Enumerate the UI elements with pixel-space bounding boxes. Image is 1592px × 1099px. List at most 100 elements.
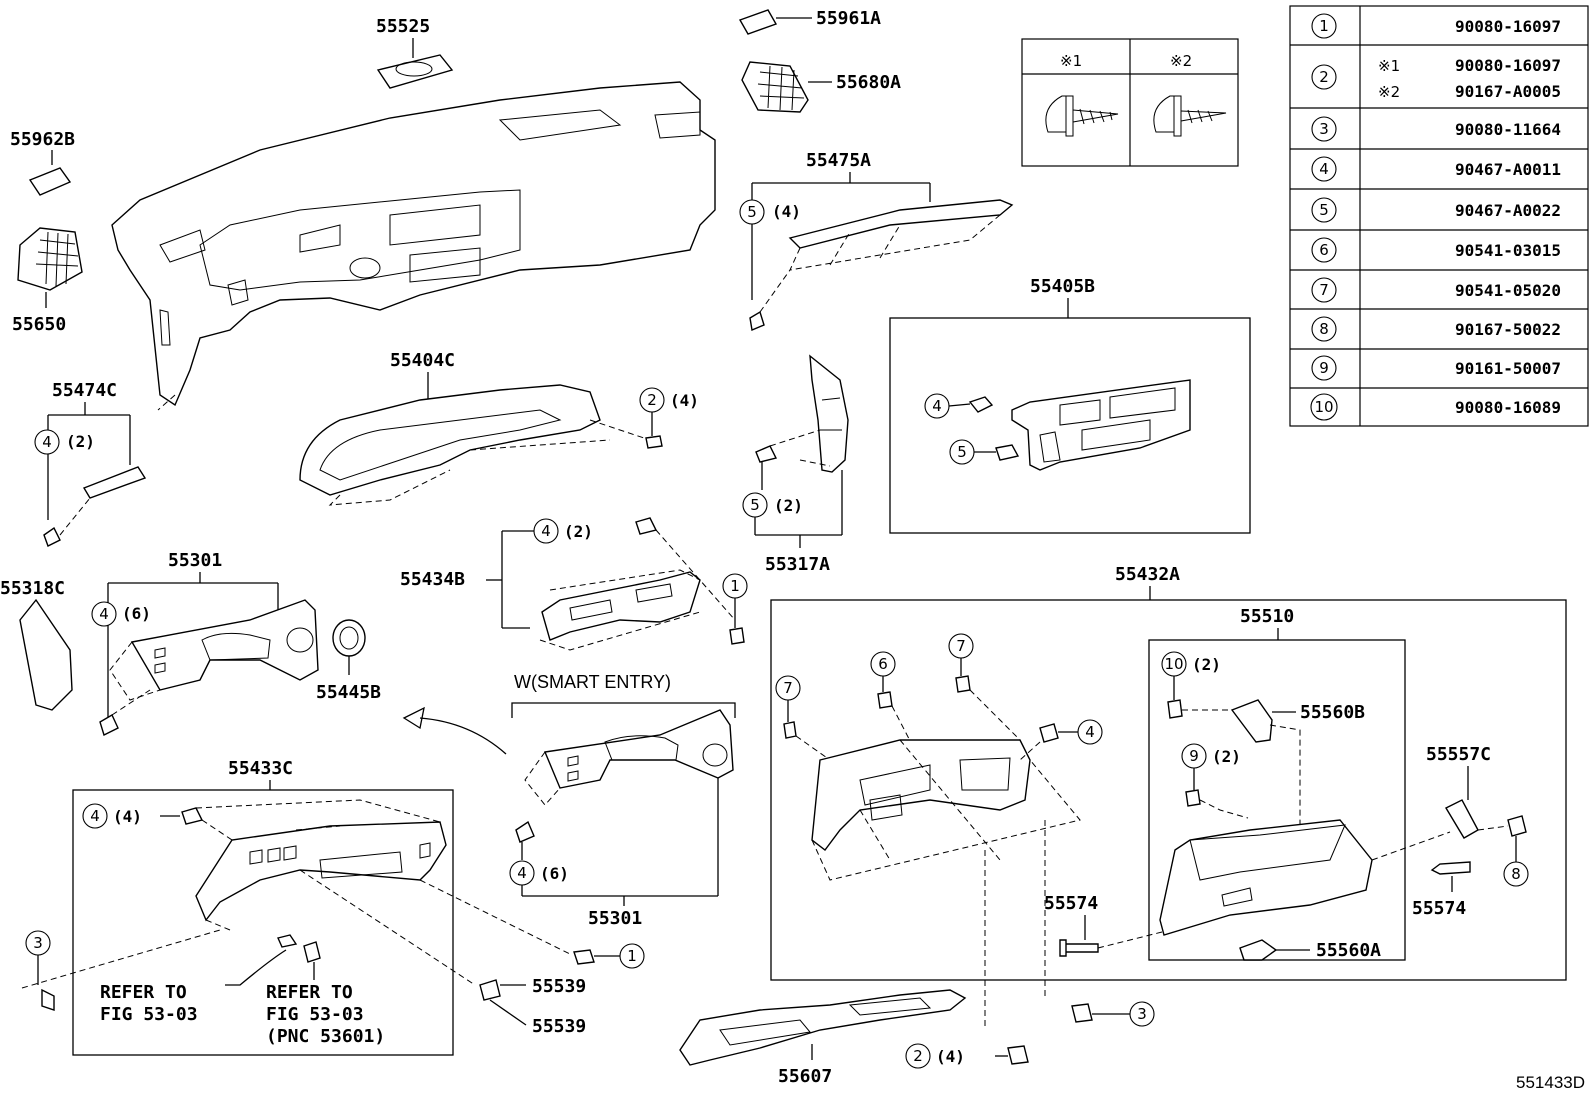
- table-row-7-code: 90541-05020: [1455, 281, 1561, 300]
- qty-55474C: (2): [66, 432, 95, 451]
- part-55404C-icon: [299, 384, 601, 496]
- svg-text:5: 5: [750, 496, 760, 514]
- part-55560A-icon: [1239, 939, 1278, 961]
- svg-text:1: 1: [627, 947, 637, 965]
- table-row-4-code: 90467-A0011: [1455, 160, 1561, 179]
- box-55432A: [770, 599, 1567, 981]
- table-row-1-number: 1: [1319, 17, 1329, 35]
- svg-text:5: 5: [747, 203, 757, 221]
- label-55433C: 55433C: [228, 758, 293, 779]
- note-refer-to-1: REFER TO: [100, 982, 187, 1003]
- label-55525: 55525: [376, 16, 430, 37]
- drawing-id: 551433D: [1516, 1073, 1585, 1092]
- label-55607: 55607: [778, 1066, 832, 1087]
- label-55432A: 55432A: [1115, 564, 1180, 585]
- part-55962B-icon: [28, 167, 72, 196]
- svg-text:4: 4: [541, 522, 551, 540]
- label-55650: 55650: [12, 314, 66, 335]
- variant-mark-1: ※1: [1060, 52, 1082, 70]
- svg-text:2: 2: [647, 391, 657, 409]
- svg-text:4: 4: [1085, 723, 1095, 741]
- table-row-6-code: 90541-03015: [1455, 241, 1561, 260]
- part-55318C-icon: [19, 598, 73, 711]
- table-row-5-number: 5: [1319, 201, 1329, 219]
- label-55445B: 55445B: [316, 682, 381, 703]
- qty-55434B: (2): [564, 522, 593, 541]
- label-55318C: 55318C: [0, 578, 65, 599]
- table-row-2-code-1: 90080-16097: [1455, 56, 1561, 75]
- svg-text:4: 4: [517, 864, 527, 882]
- screw-variant-2-icon: [1153, 95, 1227, 137]
- table-row-4-number: 4: [1319, 160, 1329, 178]
- clip-55475A-icon: [749, 310, 765, 331]
- qty-screw-10: (2): [1192, 655, 1221, 674]
- svg-text:2: 2: [913, 1047, 923, 1065]
- table-row-8-number: 8: [1319, 320, 1329, 338]
- note-refer-to-2: REFER TO: [266, 982, 353, 1003]
- table-row-2-mark-1: ※1: [1378, 57, 1400, 75]
- label-55962B: 55962B: [10, 129, 75, 150]
- label-55560B: 55560B: [1300, 702, 1365, 723]
- table-row-6-number: 6: [1319, 241, 1329, 259]
- instrument-panel-icon: [111, 81, 716, 407]
- table-row-8-code: 90167-50022: [1455, 320, 1561, 339]
- svg-text:1: 1: [730, 577, 740, 595]
- part-55560B-icon: [1230, 699, 1273, 743]
- table-row-3-code: 90080-11664: [1455, 120, 1561, 139]
- part-55317A-icon: [809, 354, 849, 473]
- label-55405B: 55405B: [1030, 276, 1095, 297]
- label-55961A: 55961A: [816, 8, 881, 29]
- table-row-9-code: 90161-50007: [1455, 359, 1561, 378]
- label-55574-right: 55574: [1412, 898, 1466, 919]
- part-55525-icon: [376, 54, 454, 89]
- svg-text:4: 4: [99, 605, 109, 623]
- table-row-1-code: 90080-16097: [1455, 17, 1561, 36]
- screw-variant-1-icon: [1045, 95, 1119, 137]
- part-55510-icon: [1159, 819, 1373, 936]
- table-row-9-number: 9: [1319, 359, 1329, 377]
- table-row-5-code: 90467-A0022: [1455, 201, 1561, 220]
- table-row-10-code: 90080-16089: [1455, 398, 1561, 417]
- label-55557C: 55557C: [1426, 744, 1491, 765]
- table-row-10-number: 10: [1314, 398, 1333, 416]
- part-55650-icon: [17, 227, 83, 291]
- box-55510: [1148, 639, 1406, 961]
- table-row-7-number: 7: [1319, 281, 1329, 299]
- qty-screw-2-bottom: (4): [936, 1047, 965, 1066]
- qty-55301-top: (6): [122, 604, 151, 623]
- part-55961A-icon: [738, 9, 778, 35]
- qty-screw-9: (2): [1212, 747, 1241, 766]
- box-55405B: [889, 317, 1251, 534]
- note-fig-2: FIG 53-03: [266, 1004, 364, 1025]
- label-55434B: 55434B: [400, 569, 465, 590]
- svg-text:10: 10: [1164, 655, 1183, 673]
- part-55432A-icon: [811, 739, 1031, 851]
- note-pnc: (PNC 53601): [266, 1026, 385, 1047]
- box-55433C: [72, 789, 454, 1056]
- part-55405B-icon: [1011, 379, 1191, 471]
- svg-text:7: 7: [783, 679, 793, 697]
- note-smart-entry: W(SMART ENTRY): [514, 672, 671, 692]
- qty-55475A: (4): [772, 202, 801, 221]
- svg-text:3: 3: [1137, 1005, 1147, 1023]
- label-55539-2: 55539: [532, 1016, 586, 1037]
- part-number-table: 1 90080-16097 2 ※1 90080-16097 ※2 90167-…: [1289, 5, 1589, 427]
- part-55434B-icon: [541, 571, 701, 641]
- qty-55317A: (2): [774, 496, 803, 515]
- svg-text:9: 9: [1189, 747, 1199, 765]
- svg-text:4: 4: [90, 807, 100, 825]
- label-55510: 55510: [1240, 606, 1294, 627]
- label-55301-top: 55301: [168, 550, 222, 571]
- svg-text:3: 3: [33, 934, 43, 952]
- label-55474C: 55474C: [52, 380, 117, 401]
- part-55301-top-icon: [130, 599, 319, 691]
- note-fig-1: FIG 53-03: [100, 1004, 198, 1025]
- table-row-2-mark-2: ※2: [1378, 83, 1400, 101]
- label-55539-1: 55539: [532, 976, 586, 997]
- part-55680A-icon: [741, 61, 809, 113]
- table-row-2-code-2: 90167-A0005: [1455, 82, 1561, 101]
- part-55445B-icon: [332, 619, 366, 657]
- svg-text:4: 4: [932, 397, 942, 415]
- qty-55404C: (4): [670, 391, 699, 410]
